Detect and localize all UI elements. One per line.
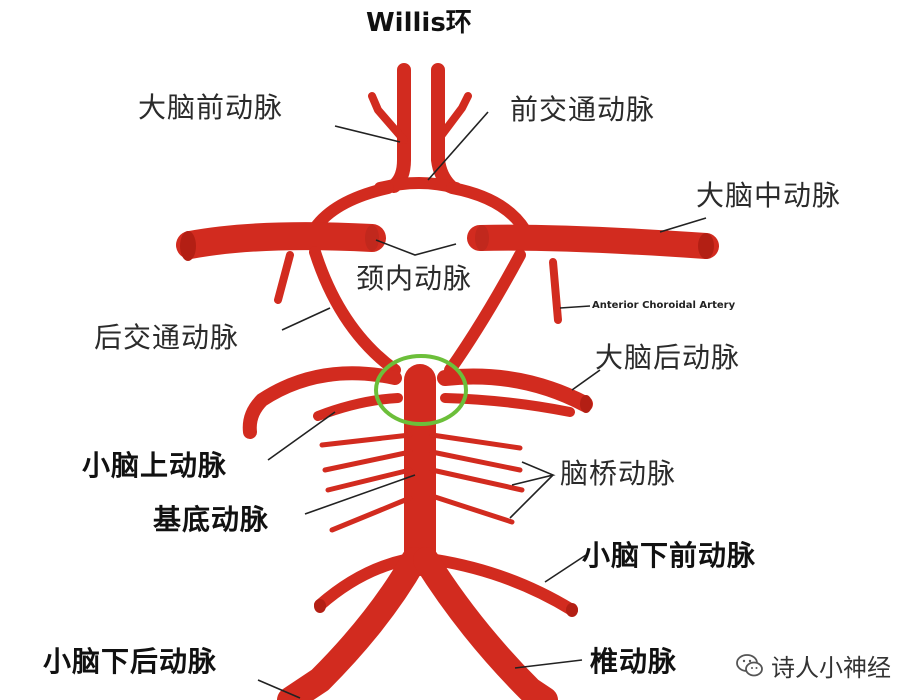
- leader-ica: [375, 239, 457, 256]
- label-pontine: 脑桥动脉: [560, 457, 677, 490]
- leader-pcom: [281, 307, 331, 331]
- mca-left: [176, 222, 386, 259]
- leader-pontine-b: [509, 474, 554, 519]
- watermark: 诗人小神经: [735, 648, 891, 683]
- sca-right: [440, 393, 575, 417]
- aca-left-branch: [368, 92, 408, 144]
- label-pcom: 后交通动脉: [94, 321, 240, 354]
- artery-group: [176, 63, 719, 700]
- pontine-l1: [319, 432, 413, 448]
- pontine-r4: [429, 493, 515, 525]
- leader-mca: [659, 217, 707, 233]
- label-aca: 大脑前动脉: [138, 91, 284, 124]
- pcom-right: [444, 249, 526, 376]
- circle-left-upper: [309, 182, 394, 234]
- diagram-title: Willis环: [366, 8, 472, 38]
- label-vertebral: 椎动脉: [590, 645, 678, 678]
- leader-acom: [427, 111, 489, 181]
- pontine-l3: [325, 467, 413, 493]
- label-aica: 小脑下前动脉: [582, 539, 757, 572]
- label-acom: 前交通动脉: [510, 93, 656, 126]
- vertebral-left: [277, 547, 427, 700]
- vessel-ends: [180, 225, 714, 617]
- vertebral-right: [413, 547, 558, 700]
- wechat-icon: [736, 653, 763, 676]
- leader-aca: [334, 125, 401, 143]
- label-pca: 大脑后动脉: [595, 341, 741, 374]
- leader-sca: [267, 411, 336, 461]
- leader-antchor: [559, 305, 591, 309]
- pcom-left: [309, 246, 401, 376]
- label-pica: 小脑下后动脉: [43, 645, 218, 678]
- leader-basilar: [304, 474, 416, 515]
- sca-left: [313, 393, 403, 421]
- label-mca: 大脑中动脉: [696, 179, 842, 212]
- pontine-l2: [322, 449, 413, 473]
- leader-lines: [257, 111, 707, 699]
- watermark-text: 诗人小神经: [771, 654, 891, 682]
- leader-vertebral: [514, 659, 583, 669]
- pontine-r2: [429, 449, 523, 473]
- pontine-r1: [429, 432, 523, 451]
- leader-pca: [571, 369, 601, 391]
- pca-left: [242, 366, 402, 439]
- label-sca: 小脑上动脉: [82, 449, 228, 482]
- label-basilar: 基底动脉: [153, 503, 270, 536]
- aca-right-branch: [434, 92, 472, 144]
- aica-left: [314, 554, 411, 611]
- label-antchor: Anterior Choroidal Artery: [592, 300, 736, 311]
- leader-pica: [257, 679, 301, 699]
- pontine-l4: [329, 495, 413, 533]
- highlight-ring: [374, 354, 468, 426]
- leader-aica: [544, 554, 587, 583]
- label-ica: 颈内动脉: [356, 262, 473, 295]
- mca-right: [467, 224, 719, 259]
- pontine-r3: [429, 467, 525, 493]
- antchor-right: [549, 258, 562, 324]
- circle-right-upper: [446, 182, 531, 236]
- antchor-left: [274, 251, 294, 304]
- aica-right: [430, 554, 578, 616]
